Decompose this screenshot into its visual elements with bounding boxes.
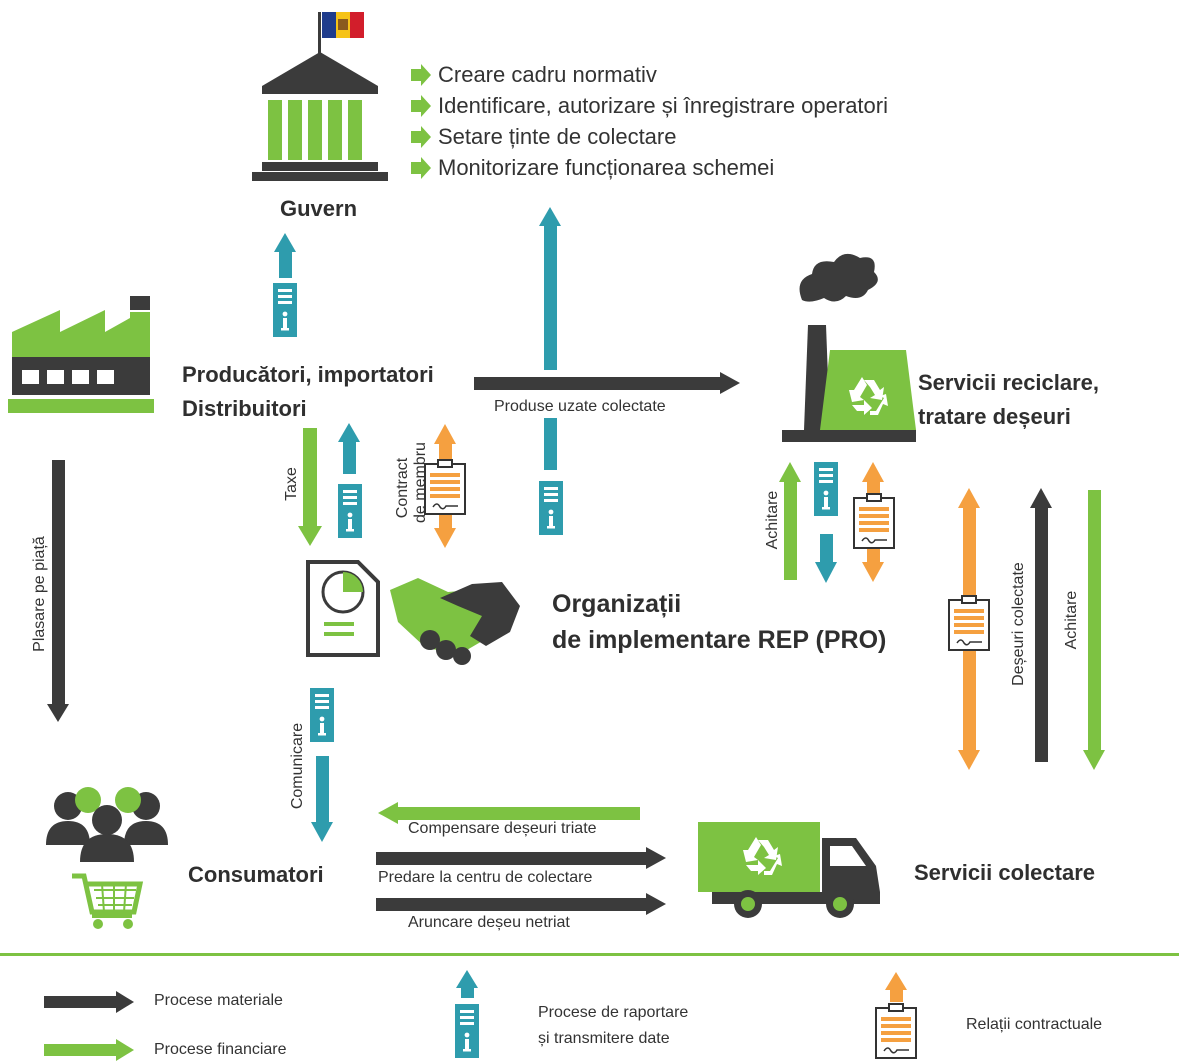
government-building-icon — [252, 12, 388, 181]
legend-contractual-icon — [875, 972, 917, 1059]
used-products-arrow — [474, 372, 740, 394]
legend-financial-arrow — [44, 1039, 134, 1061]
recycler-contract-arrow — [853, 462, 895, 582]
government-title: Guvern — [280, 196, 358, 221]
payment-collection-arrow — [1083, 490, 1105, 770]
government-task-bullets — [411, 64, 431, 179]
government-task-4: Monitorizare funcționarea schemei — [438, 155, 775, 180]
fees-arrow — [298, 428, 322, 546]
compensation-label: Compensare deșeuri triate — [408, 820, 597, 837]
legend-contractual-label: Relații contractuale — [966, 1016, 1103, 1033]
collection-title: Servicii colectare — [914, 860, 1096, 885]
recycling-title-line2: tratare deșeuri — [918, 404, 1071, 429]
unsorted-label: Aruncare deșeu netriat — [408, 914, 570, 931]
legend-reporting-label-1: Procese de raportare — [538, 1004, 689, 1021]
handover-arrow — [376, 847, 666, 869]
membership-contract-label-2: de membru — [412, 442, 429, 523]
legend-reporting-label-2: și transmitere date — [538, 1030, 670, 1047]
consumers-icon — [46, 787, 168, 862]
reporting-pro-to-producers-arrow — [338, 423, 362, 538]
recycling-plant-icon — [782, 253, 916, 442]
legend-separator — [0, 953, 1179, 956]
waste-collected-arrow — [1030, 488, 1052, 762]
communication-to-consumers-arrow — [310, 688, 334, 842]
market-placement-label: Plasare pe piață — [31, 536, 48, 652]
membership-contract-arrow — [424, 424, 466, 548]
pro-title-line1: Organizații — [552, 590, 682, 618]
payment-collection-label: Achitare — [1063, 590, 1080, 650]
compensation-arrow — [378, 802, 640, 824]
reporting-pro-to-government-arrow — [539, 207, 563, 535]
pro-title-line2: de implementare REP (PRO) — [552, 626, 887, 654]
handshake-icon — [390, 578, 520, 665]
used-products-label: Produse uzate colectate — [494, 398, 666, 415]
bullet-arrow-icon — [411, 126, 431, 148]
legend-reporting-icon — [455, 970, 479, 1058]
legend-material-arrow — [44, 991, 134, 1013]
producers-title-line1: Producători, importatori — [182, 362, 434, 387]
producers-title-line2: Distribuitori — [182, 396, 307, 421]
collection-contract-arrow — [948, 488, 990, 770]
unsorted-arrow — [376, 893, 666, 915]
fees-label: Taxe — [283, 467, 300, 501]
market-placement-arrow — [47, 460, 69, 722]
pro-document-icon — [306, 560, 380, 657]
moldova-flag-icon — [322, 12, 336, 38]
bullet-arrow-icon — [411, 64, 431, 86]
reporting-to-government-arrow — [273, 233, 297, 337]
collection-truck-icon — [698, 822, 880, 918]
recycling-title-line1: Servicii reciclare, — [918, 370, 1100, 395]
payment-recycler-arrow — [779, 462, 801, 580]
legend-financial-label: Procese financiare — [154, 1041, 287, 1058]
handover-label: Predare la centru de colectare — [378, 869, 593, 886]
communication-label: Comunicare — [289, 722, 306, 810]
waste-collected-label: Deșeuri colectate — [1010, 562, 1027, 686]
membership-contract-label-1: Contract — [394, 457, 411, 519]
government-task-2: Identificare, autorizare și înregistrare… — [438, 93, 888, 118]
factory-icon — [8, 296, 154, 413]
bullet-arrow-icon — [411, 95, 431, 117]
payment-recycler-label: Achitare — [764, 490, 781, 550]
reporting-recycler-to-pro-arrow — [814, 462, 838, 583]
legend-material-label: Procese materiale — [154, 992, 283, 1009]
consumers-title: Consumatori — [188, 862, 324, 887]
bullet-arrow-icon — [411, 157, 431, 179]
government-task-1: Creare cadru normativ — [438, 62, 657, 87]
shopping-cart-icon — [72, 873, 144, 929]
government-task-3: Setare ținte de colectare — [438, 124, 677, 149]
